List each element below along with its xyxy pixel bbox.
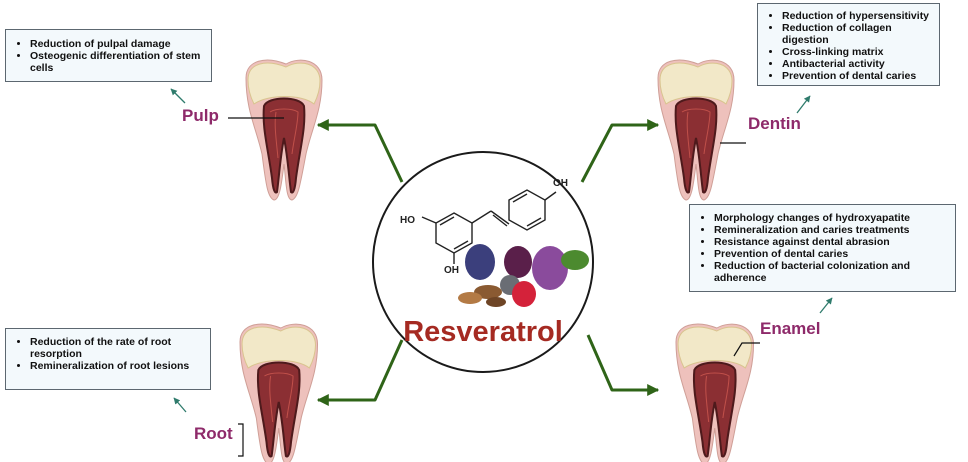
berries-illustration xyxy=(458,244,589,307)
list-item: Osteogenic differentiation of stem cells xyxy=(30,50,211,74)
list-item: Reduction of bacterial colonization and … xyxy=(714,260,955,284)
root-effects-box: Reduction of the rate of root resorption… xyxy=(5,328,211,390)
enamel-label: Enamel xyxy=(760,319,821,338)
list-item: Antibacterial activity xyxy=(782,58,939,70)
list-item: Resistance against dental abrasion xyxy=(714,236,955,248)
list-item: Reduction of hypersensitivity xyxy=(782,10,939,22)
dentin-label: Dentin xyxy=(748,114,801,133)
arrows xyxy=(316,119,660,406)
resveratrol-structure xyxy=(421,189,557,264)
list-item: Cross-linking matrix xyxy=(782,46,939,58)
enamel-tooth xyxy=(674,323,755,462)
list-item: Reduction of collagen digestion xyxy=(782,22,939,46)
pulp-tooth xyxy=(245,59,323,201)
pulp-label: Pulp xyxy=(182,106,219,125)
oh-label-top: OH xyxy=(553,178,568,189)
list-item: Reduction of the rate of root resorption xyxy=(30,336,210,360)
list-item: Morphology changes of hydroxyapatite xyxy=(714,212,955,224)
enamel-effects-box: Morphology changes of hydroxyapatite Rem… xyxy=(689,204,956,292)
small-arrows xyxy=(170,88,833,413)
dentin-effects-box: Reduction of hypersensitivity Reduction … xyxy=(757,3,940,86)
oh-label-left: HO xyxy=(400,215,415,226)
list-item: Prevention of dental caries xyxy=(782,70,939,82)
dentin-tooth xyxy=(657,59,735,201)
list-item: Reduction of pulpal damage xyxy=(30,38,211,50)
list-item: Remineralization of root lesions xyxy=(30,360,210,372)
leader-lines xyxy=(228,117,760,457)
list-item: Prevention of dental caries xyxy=(714,248,955,260)
oh-label-bottom: OH xyxy=(444,265,459,276)
root-label: Root xyxy=(194,424,233,443)
root-tooth xyxy=(238,323,319,462)
list-item: Remineralization and caries treatments xyxy=(714,224,955,236)
resveratrol-title: Resveratrol xyxy=(403,316,563,348)
pulp-effects-box: Reduction of pulpal damage Osteogenic di… xyxy=(5,29,212,82)
